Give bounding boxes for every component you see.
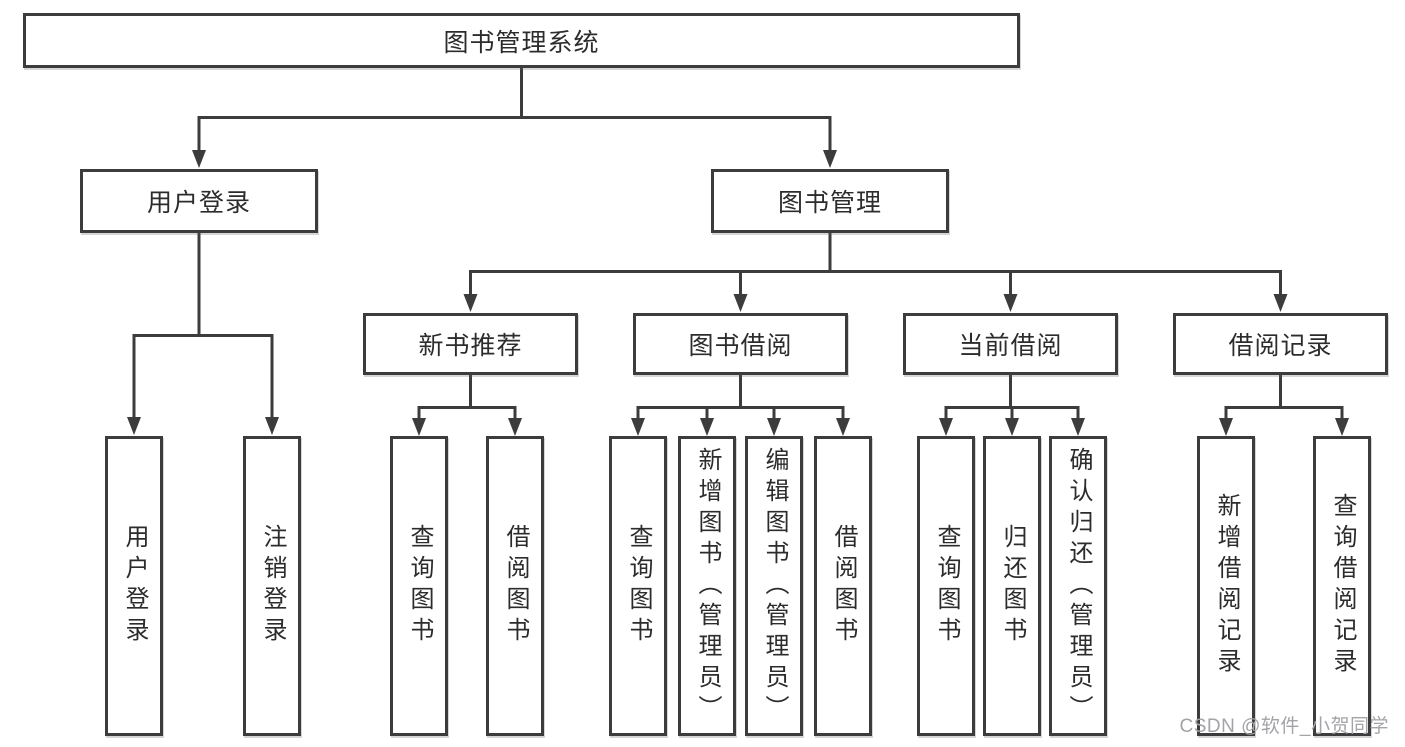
- node-label: 借阅图书: [830, 524, 857, 648]
- node-label: 新增借阅记录: [1213, 493, 1240, 679]
- node-current-borrowing: 当前借阅: [903, 313, 1118, 375]
- node-user-login-group: 用户登录: [80, 169, 318, 233]
- node-label: 借阅图书: [502, 524, 529, 648]
- node-book-borrowing: 图书借阅: [633, 313, 848, 375]
- leaf-current-confirm-return-admin: 确认归还（管理员）: [1049, 436, 1107, 736]
- node-label: 当前借阅: [958, 332, 1063, 360]
- leaf-current-return-books: 归还图书: [983, 436, 1041, 736]
- node-label: 查询图书: [406, 524, 433, 648]
- node-label: 注销登录: [259, 524, 286, 648]
- node-label: 查询图书: [933, 524, 960, 648]
- node-label: 归还图书: [999, 524, 1026, 648]
- leaf-borrowing-query-books: 查询图书: [609, 436, 667, 736]
- watermark: CSDN @软件_小贺同学: [1179, 716, 1389, 737]
- node-library-management-system: 图书管理系统: [23, 13, 1020, 68]
- node-new-book-recommendation: 新书推荐: [363, 313, 578, 375]
- node-label: 查询借阅记录: [1329, 493, 1356, 679]
- node-label: 确认归还（管理员）: [1065, 446, 1092, 726]
- leaf-records-query-borrow-record: 查询借阅记录: [1313, 436, 1371, 736]
- node-label: 编辑图书（管理员）: [761, 446, 788, 726]
- node-label: 用户登录: [146, 189, 251, 217]
- leaf-user-login: 用户登录: [105, 436, 163, 736]
- leaf-records-add-borrow-record: 新增借阅记录: [1197, 436, 1255, 736]
- leaf-current-query-books: 查询图书: [917, 436, 975, 736]
- node-label: 图书管理: [777, 189, 882, 217]
- node-borrowing-records: 借阅记录: [1173, 313, 1388, 375]
- leaf-logout: 注销登录: [243, 436, 301, 736]
- leaf-borrowing-borrow-books: 借阅图书: [814, 436, 872, 736]
- node-label: 新书推荐: [418, 332, 523, 360]
- leaf-borrowing-add-books-admin: 新增图书（管理员）: [678, 436, 736, 736]
- node-book-management: 图书管理: [711, 169, 949, 233]
- leaf-recommend-borrow-books: 借阅图书: [486, 436, 544, 736]
- node-label: 新增图书（管理员）: [694, 446, 721, 726]
- leaf-borrowing-edit-books-admin: 编辑图书（管理员）: [745, 436, 803, 736]
- node-label: 用户登录: [121, 524, 148, 648]
- node-label: 查询图书: [625, 524, 652, 648]
- node-label: 借阅记录: [1228, 332, 1333, 360]
- leaf-recommend-query-books: 查询图书: [390, 436, 448, 736]
- node-label: 图书借阅: [688, 332, 793, 360]
- node-label: 图书管理系统: [443, 28, 600, 57]
